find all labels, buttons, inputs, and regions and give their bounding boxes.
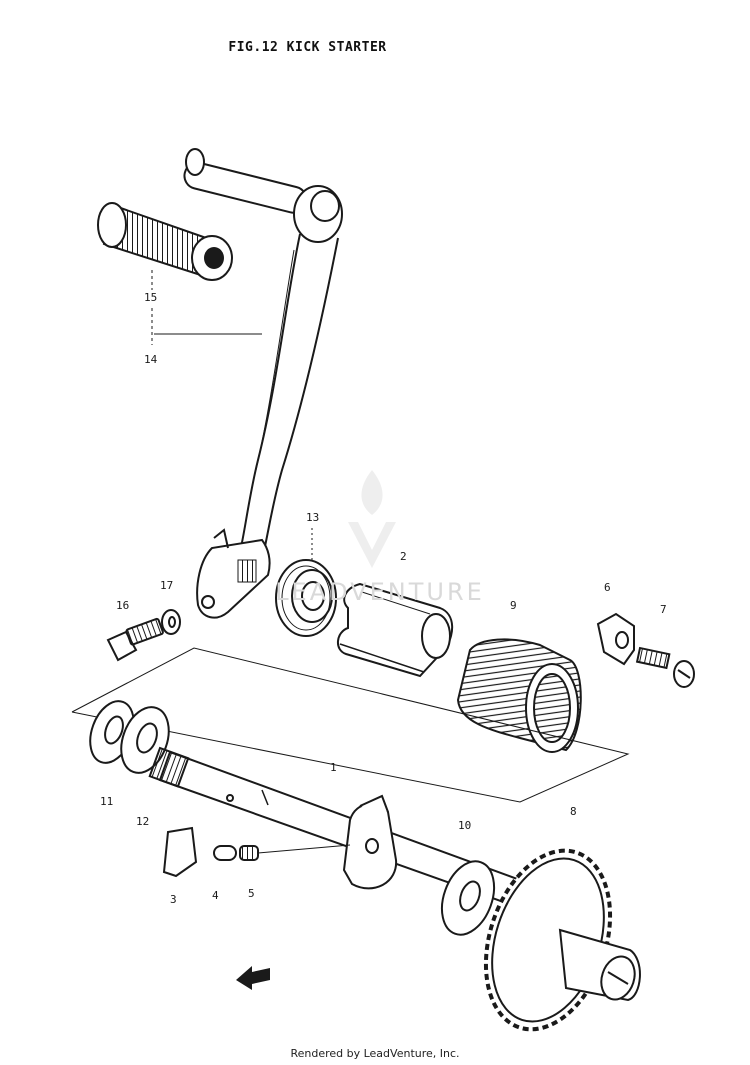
callout-8: 8 [570,805,577,818]
assembly-outline-8 [71,647,630,803]
guide-part-2 [337,582,454,678]
washer-part-17 [161,609,181,635]
washer-part-10 [440,860,496,936]
figure-title: FIG.12 KICK STARTER [228,40,387,55]
pin-part-4 [213,845,237,861]
kick-lever-part-14 [183,148,343,619]
callout-7: 7 [660,603,667,616]
stopper-part-6 [596,612,635,666]
kick-gear [483,848,641,1032]
screw-part-7 [635,646,695,688]
callout-5: 5 [248,887,255,900]
shaft-part-1 [148,746,522,907]
callout-4: 4 [212,889,219,902]
callout-3: 3 [170,893,177,906]
callout-17: 17 [160,579,174,592]
footer-credit: Rendered by LeadVenture, Inc. [290,1047,460,1060]
oil-seal-part-13 [275,559,337,637]
callout-2: 2 [400,550,407,563]
callout-13: 13 [306,511,320,524]
callout-14: 14 [144,353,158,366]
watermark-logo [348,470,396,568]
callout-1: 1 [330,761,337,774]
front-direction-arrow-icon [236,966,270,990]
watermark-text: LEADVENTURE [275,578,485,606]
kick-rubber-part-15 [97,202,233,281]
leader-lines-14-15 [151,270,262,345]
callout-10: 10 [458,819,472,832]
bolt-part-16 [106,617,164,662]
spring-part-9 [456,638,582,753]
spring-part-5 [239,844,351,861]
callout-6: 6 [604,581,611,594]
callout-11: 11 [100,795,114,808]
spring-guide-part-3 [162,826,198,878]
callout-15: 15 [144,291,158,304]
callout-9: 9 [510,599,517,612]
callout-12: 12 [136,815,150,828]
callout-16: 16 [116,599,130,612]
